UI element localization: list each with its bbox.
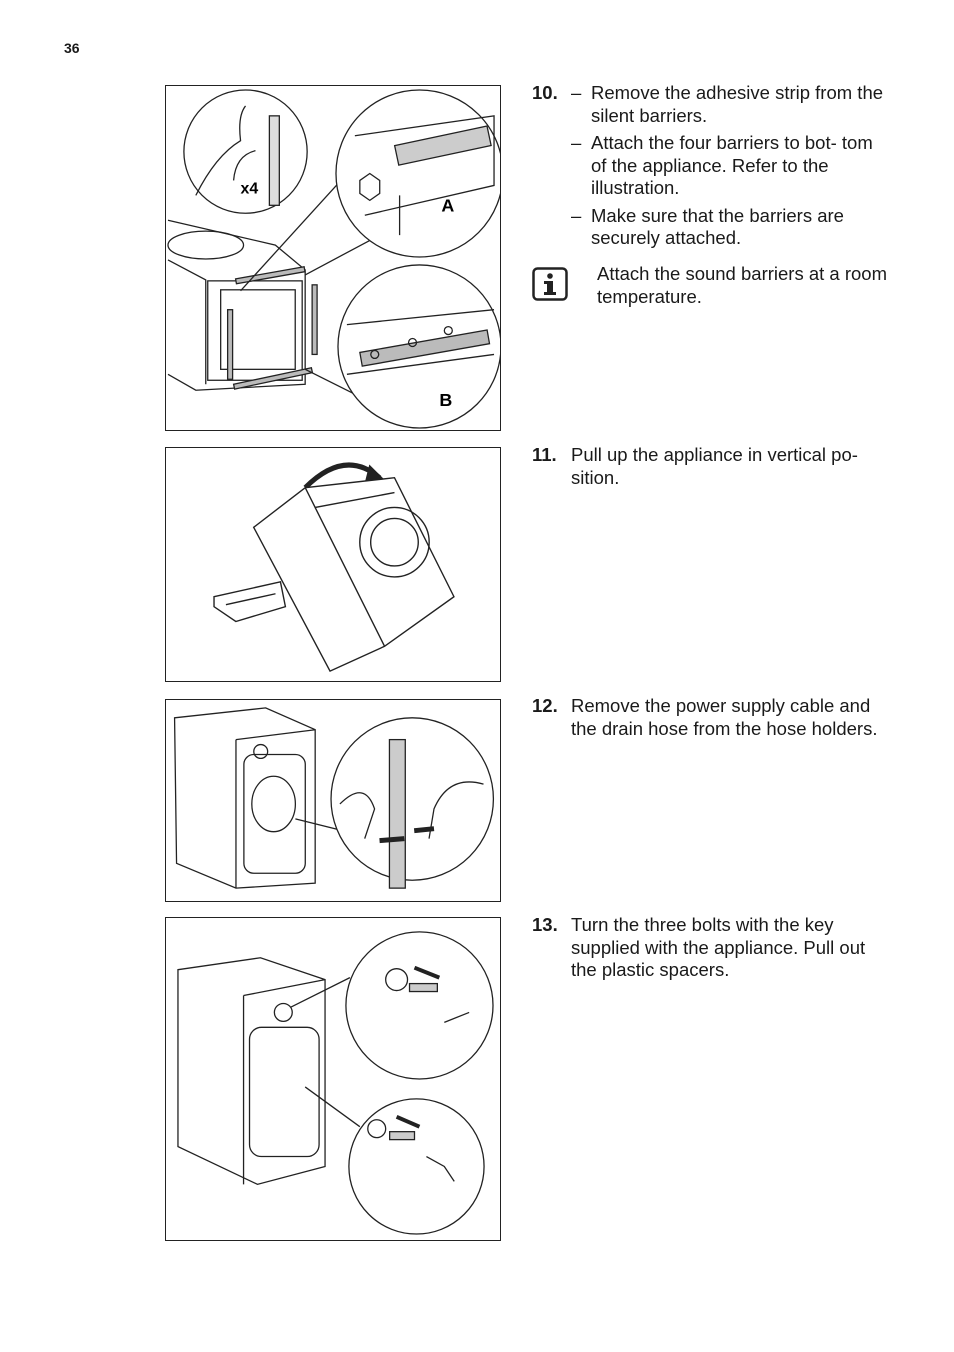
bullet-dash: – (571, 132, 582, 153)
step-10: 10. – Remove the adhesive strip from the… (532, 82, 892, 255)
label-b: B (439, 390, 452, 410)
info-icon (532, 267, 568, 301)
figure-lift-appliance (165, 447, 501, 682)
figure-turn-bolts (165, 917, 501, 1241)
figure-barriers: x4 A B (165, 85, 501, 431)
bullet-text: Remove the adhesive strip from the silen… (591, 82, 884, 126)
step-12: 12. Remove the power supply cable and th… (532, 695, 892, 740)
step-number: 10. (532, 82, 558, 103)
label-x4: x4 (241, 180, 259, 197)
step-text: Remove the power supply cable and the dr… (571, 695, 878, 739)
figure-remove-cable (165, 699, 501, 902)
bullet-item: – Remove the adhesive strip from the sil… (571, 82, 892, 127)
label-a: A (441, 195, 454, 215)
step-number: 13. (532, 914, 558, 935)
note-text: Attach the sound barriers at a room temp… (597, 263, 887, 307)
bullet-dash: – (571, 204, 582, 226)
barriers-illustration: x4 A B (167, 89, 500, 429)
bullet-item: – Attach the four barriers to bot- tom o… (571, 132, 892, 200)
remove-cable-illustration (173, 707, 495, 889)
lift-illustration (213, 462, 455, 672)
step-text: Pull up the appliance in vertical po- si… (571, 444, 858, 488)
step-number: 12. (532, 695, 558, 716)
page-number: 36 (64, 40, 80, 56)
step-number: 11. (532, 444, 557, 465)
turn-bolts-illustration (177, 931, 494, 1235)
bullet-text: Attach the four barriers to bot- tom of … (591, 132, 873, 198)
bullet-dash: – (571, 82, 582, 103)
step-13: 13. Turn the three bolts with the key su… (532, 914, 892, 982)
bullet-text: Make sure that the barriers are securely… (591, 204, 844, 249)
step-11: 11. Pull up the appliance in vertical po… (532, 444, 892, 489)
step-text: Turn the three bolts with the key suppli… (571, 914, 866, 980)
step-body: – Remove the adhesive strip from the sil… (571, 82, 892, 250)
info-note: Attach the sound barriers at a room temp… (532, 263, 892, 308)
bullet-item: – Make sure that the barriers are secure… (571, 205, 892, 250)
